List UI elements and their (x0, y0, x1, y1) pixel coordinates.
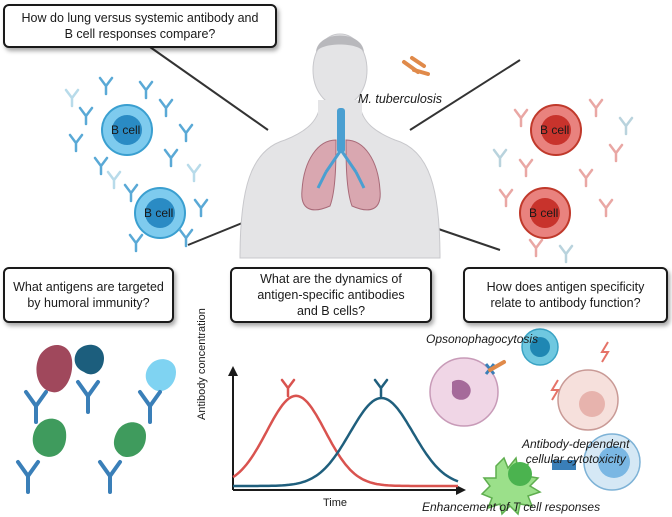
trachea (337, 108, 345, 153)
human-figure (239, 33, 441, 259)
antibody-icons (64, 76, 634, 264)
red-bcell-1 (530, 104, 582, 156)
antibody-icon-blue (373, 378, 389, 398)
bcell-label-2: B cell (144, 206, 174, 220)
question-dynamics: What are the dynamics of antigen-specifi… (230, 267, 432, 323)
question-lung-vs-systemic: How do lung versus systemic antibody and… (3, 4, 277, 48)
red-bcell-2 (519, 187, 571, 239)
bcell-label-1: B cell (111, 123, 141, 137)
blue-bcell-2 (134, 187, 186, 239)
connector-line (409, 59, 521, 131)
tcell-enhancement-label: Enhancement of T cell responses (422, 500, 601, 514)
blue-bcell-1 (101, 104, 153, 156)
question-antigens: What antigens are targeted by humoral im… (3, 267, 174, 323)
question-specificity: How does antigen specificity relate to a… (463, 267, 668, 323)
series-curve-blue (233, 396, 459, 488)
chart (228, 366, 466, 495)
right-lung (345, 139, 381, 211)
series-curve-red (232, 394, 458, 488)
opsonophagocytosis-label: Opsonophagocytosis (426, 332, 539, 346)
left-lung (301, 139, 337, 211)
y-axis-label: Antibody concentration (196, 308, 208, 420)
antibody-icon-red (280, 378, 296, 398)
mtb-bacteria-icon (402, 56, 430, 76)
adcc-label: Antibody-dependent cellular cytotoxicity (522, 437, 630, 466)
antigen-panel (16, 344, 176, 494)
bcell-label-4: B cell (529, 206, 559, 220)
x-axis-label: Time (323, 497, 348, 509)
function-panel (429, 328, 641, 516)
connector-line (149, 46, 269, 131)
bcell-label-3: B cell (540, 123, 570, 137)
pathogen-label: M. tuberculosis (358, 92, 443, 106)
